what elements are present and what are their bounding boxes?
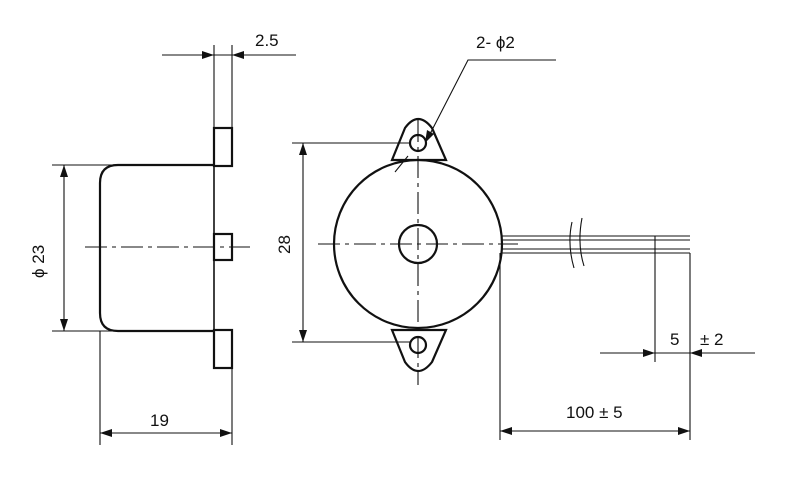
side-flange-bottom (212, 328, 234, 370)
dim-height-label: 28 (275, 235, 294, 254)
dim-mount-holes-arrow (425, 130, 434, 143)
dim-strip-label: 5 (670, 330, 679, 349)
side-flange-top (212, 126, 234, 168)
side-view: 2.5 ϕ 23 19 (29, 31, 296, 445)
dim-depth-arrow-right (220, 429, 232, 437)
dim-lead-label: 100 ± 5 (566, 403, 623, 422)
dim-thickness-arrow-right (232, 51, 244, 59)
front-view: 2- ϕ2 28 5 ± 2 100 ± 5 (275, 33, 755, 440)
dim-strip-tolerance-label: ± 2 (700, 330, 724, 349)
lead-wires (500, 217, 690, 269)
dim-height-arrow-top (299, 143, 307, 155)
dim-depth-label: 19 (150, 411, 169, 430)
dim-diameter-arrow-bottom (60, 319, 68, 331)
dim-thickness-arrow-left (202, 51, 214, 59)
dim-diameter-arrow-top (60, 165, 68, 177)
side-body-outline (98, 163, 216, 333)
dim-thickness-label: 2.5 (255, 31, 279, 50)
dim-mount-holes-label: 2- ϕ2 (476, 33, 515, 52)
dim-height-arrow-bottom (299, 330, 307, 342)
dim-mount-holes-arrow-inner (394, 155, 409, 173)
dim-lead-arrow-left (500, 427, 512, 435)
dim-lead-arrow-right (678, 427, 690, 435)
lead-break-mark (569, 217, 585, 269)
dim-depth-arrow-left (100, 429, 112, 437)
dim-strip-arrow-left (643, 349, 655, 357)
dim-strip-arrow-right (690, 349, 702, 357)
dim-diameter-label: ϕ 23 (29, 245, 48, 278)
dim-mount-holes-leader (429, 59, 556, 135)
